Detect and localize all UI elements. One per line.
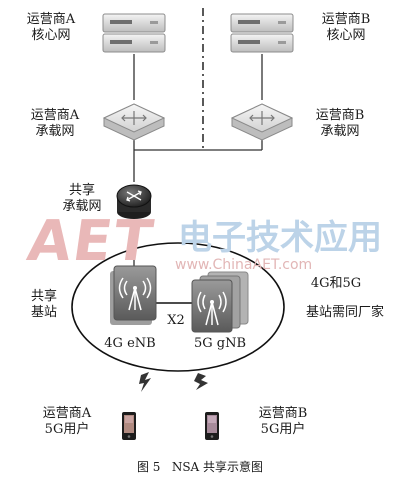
signal-bolt-right-icon (194, 373, 208, 390)
shared-base-station-ellipse (71, 242, 285, 372)
operator-a-bearer-switch-icon (102, 103, 166, 141)
x2-interface-label: X2 (167, 313, 185, 328)
figure-caption: 图 5 NSA 共享示意图 (136, 460, 264, 474)
operator-b-phone-icon (205, 412, 219, 440)
gnb-label: 5G gNB (193, 336, 247, 351)
gnb-station-icon (191, 271, 249, 333)
operator-b-user-label: 运营商B 5G用户 (258, 406, 308, 437)
signal-bolt-left-icon (139, 372, 151, 392)
operator-a-core-server-icon (102, 13, 166, 53)
watermark-logo: AET (23, 209, 159, 274)
operator-a-bearer-label: 运营商A 承载网 (30, 108, 80, 139)
shared-bearer-label: 共享 承载网 (62, 183, 102, 214)
operator-b-bearer-switch-icon (230, 103, 294, 141)
watermark-url: www.ChinaAET.com (175, 257, 313, 273)
operator-a-core-label: 运营商A 核心网 (26, 12, 76, 43)
operator-b-bearer-label: 运营商B 承载网 (315, 108, 365, 139)
shared-bearer-router-icon (116, 184, 152, 219)
connection-lines (133, 54, 263, 304)
vendor-note-line1: 4G和5G (310, 276, 362, 291)
vendor-note-line2: 基站需同厂家 (305, 305, 384, 320)
watermark-chinese-text: 电子技术应用 (178, 218, 382, 258)
enb-label: 4G eNB (104, 336, 156, 351)
operator-a-phone-icon (122, 412, 136, 440)
shared-base-station-label: 共享 基站 (30, 289, 57, 320)
enb-station-icon (110, 265, 157, 325)
operator-a-user-label: 运营商A 5G用户 (42, 406, 92, 437)
operator-b-core-server-icon (230, 13, 294, 53)
operator-b-core-label: 运营商B 核心网 (321, 12, 371, 43)
